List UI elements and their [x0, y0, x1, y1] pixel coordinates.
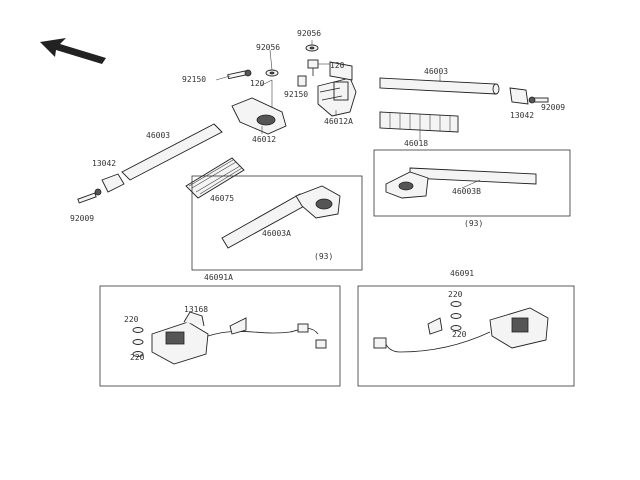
bracket-46012A — [317, 61, 357, 117]
switch-box-46091 — [357, 285, 575, 387]
weight-13042-right — [509, 87, 529, 105]
label-92056-top: 92056 — [297, 29, 321, 38]
label-120-b: 120 — [250, 79, 265, 88]
switch-wiring-left — [207, 317, 327, 349]
label-13168: 13168 — [184, 305, 208, 314]
leader-lines — [215, 40, 481, 189]
label-46018: 46018 — [404, 139, 428, 148]
label-46012A: 46012A — [324, 117, 353, 126]
grip-46018 — [379, 111, 459, 133]
screw-92009-left — [77, 188, 102, 204]
screw-92009-right — [528, 96, 549, 104]
label-46003: 46003 — [146, 131, 170, 140]
switch-box-46091A — [99, 285, 341, 387]
screws-220-right — [450, 301, 462, 331]
switch-housing-46091 — [489, 307, 549, 349]
label-92150-b: 92150 — [284, 90, 308, 99]
label-92009-right: 92009 — [541, 103, 565, 112]
bolt-92150-a — [227, 69, 252, 80]
switch-housing-46091A — [151, 311, 209, 365]
weight-13042-left — [101, 173, 125, 193]
label-46075: 46075 — [210, 194, 234, 203]
label-46091A: 46091A — [204, 273, 233, 282]
arrow-up-left-icon — [40, 38, 106, 64]
label-92009-left: 92009 — [70, 214, 94, 223]
variant-box-93-right — [373, 149, 571, 217]
label-46003A: 46003A — [262, 229, 291, 238]
label-13042-left: 13042 — [92, 159, 116, 168]
label-92150-a: 92150 — [182, 75, 206, 84]
bolt-92056-washer — [305, 44, 319, 52]
label-46003-top: 46003 — [424, 67, 448, 76]
label-46091: 46091 — [450, 269, 474, 278]
variant-box-93-mid — [191, 175, 363, 271]
label-220-right-2: 220 — [452, 330, 467, 339]
label-120-a: 120 — [330, 61, 345, 70]
label-220-right-1: 220 — [448, 290, 463, 299]
grip-46075 — [185, 157, 245, 199]
switch-wiring-right — [373, 317, 491, 353]
label-220-left-2: 220 — [130, 353, 145, 362]
label-46003B: 46003B — [452, 187, 481, 196]
label-220-left-1: 220 — [124, 315, 139, 324]
handle-pipe-46003 — [121, 123, 223, 181]
label-13042-right: 13042 — [510, 111, 534, 120]
label-93-right: (93) — [464, 219, 483, 228]
bracket-46012 — [231, 79, 287, 135]
handle-pipe-46003-right — [379, 77, 500, 95]
screws-220-left — [132, 327, 144, 357]
label-46012: 46012 — [252, 135, 276, 144]
label-93-mid: (93) — [314, 252, 333, 261]
handle-46003B — [385, 167, 537, 199]
bolt-92150-b — [297, 75, 307, 87]
handle-46003A — [221, 185, 341, 249]
bolt-120-a — [307, 59, 319, 76]
label-92056-a: 92056 — [256, 43, 280, 52]
washer-92056-a — [265, 69, 279, 77]
